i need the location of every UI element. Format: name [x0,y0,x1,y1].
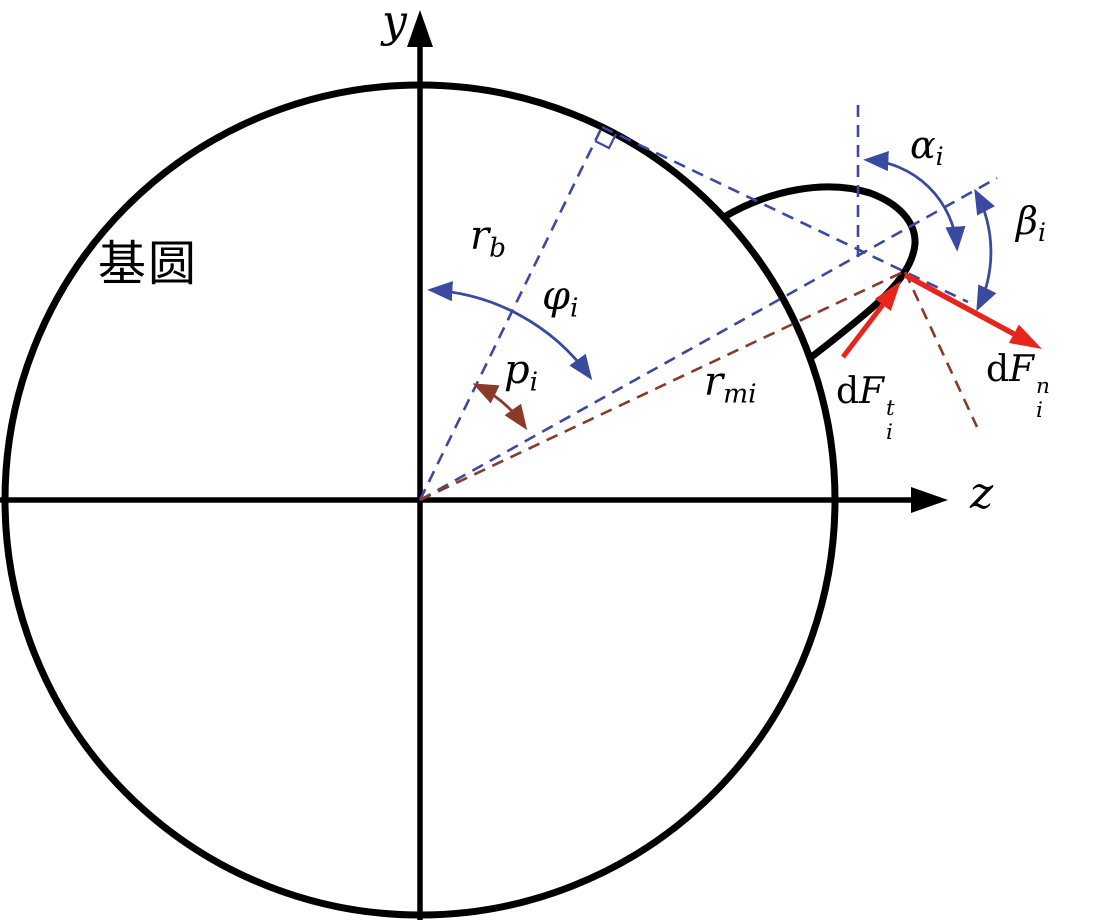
rmi-main: r [704,359,724,405]
z-axis-arrowhead [911,487,948,513]
rb-label: rb [470,216,506,262]
dFn-sub: i [1036,398,1043,424]
beta-angle-arc [974,188,997,312]
dFt-sup: t [886,395,895,421]
phi-main: φ [542,273,571,319]
right-angle-marker [594,133,617,150]
phi-label: φi [542,276,578,322]
alpha-main: α [910,123,936,167]
dFt-pre: d [836,371,860,412]
tangential-force-arrow-shaft [841,300,887,359]
tooth-centerline [419,176,998,502]
p-angle-arc [472,383,528,431]
dFt-sub: i [886,420,893,446]
y-axis-arrowhead [407,10,433,47]
normal-force-arrow-shaft [903,272,1016,337]
dFn-sup: n [1036,373,1050,399]
rb-main: r [470,213,490,259]
p-main: p [504,347,530,393]
rmi-label: rmi [704,362,757,408]
flank-tangent-line [903,271,979,428]
p-label: pi [504,350,538,396]
alpha-label: αi [910,126,944,169]
mesh-radius-line-rmi [419,270,904,502]
rmi-sub: mi [723,378,757,410]
base-circle-label: 基圆 [98,236,199,292]
normal-force-arrowhead [1008,324,1042,349]
dFn-pre: d [986,349,1010,390]
dFn-main: F [1009,349,1035,390]
dFt-main: F [859,371,885,412]
beta-sub: i [1037,218,1046,248]
line-of-action [601,125,969,304]
y-axis-label: y [382,0,407,47]
tangential-force-arrowhead [874,281,901,311]
beta-label: βi [1016,202,1046,245]
beta-main: β [1016,199,1038,243]
gear-tooth-profile [720,183,919,362]
p-sub: i [529,366,539,398]
phi-angle-arc [427,281,593,381]
phi-sub: i [570,292,579,324]
z-axis-label: z [970,468,994,519]
rb-sub: b [489,232,507,264]
alpha-sub: i [935,142,944,172]
alpha-angle-arc [863,151,966,252]
